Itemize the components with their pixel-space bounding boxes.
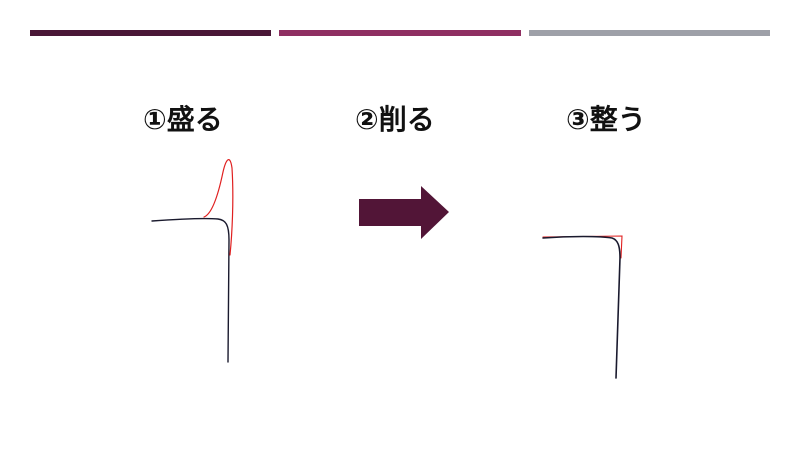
header-bar-2 [279,30,521,36]
step-3-red-guide [542,235,623,259]
step-1-black-stroke [151,217,230,363]
step-1-label: ①盛る [143,103,223,136]
step-2-label: ②削る [355,103,435,136]
step-3-stroke-sketch [542,235,623,379]
right-arrow-icon [359,186,449,239]
header-bar-3 [529,30,770,36]
step-1-stroke-sketch [151,159,234,363]
step-3-black-stroke [542,235,621,379]
header-bar-1 [30,30,271,36]
step-3-label: ③整う [566,103,646,136]
step-1-red-overstroke [203,159,234,256]
